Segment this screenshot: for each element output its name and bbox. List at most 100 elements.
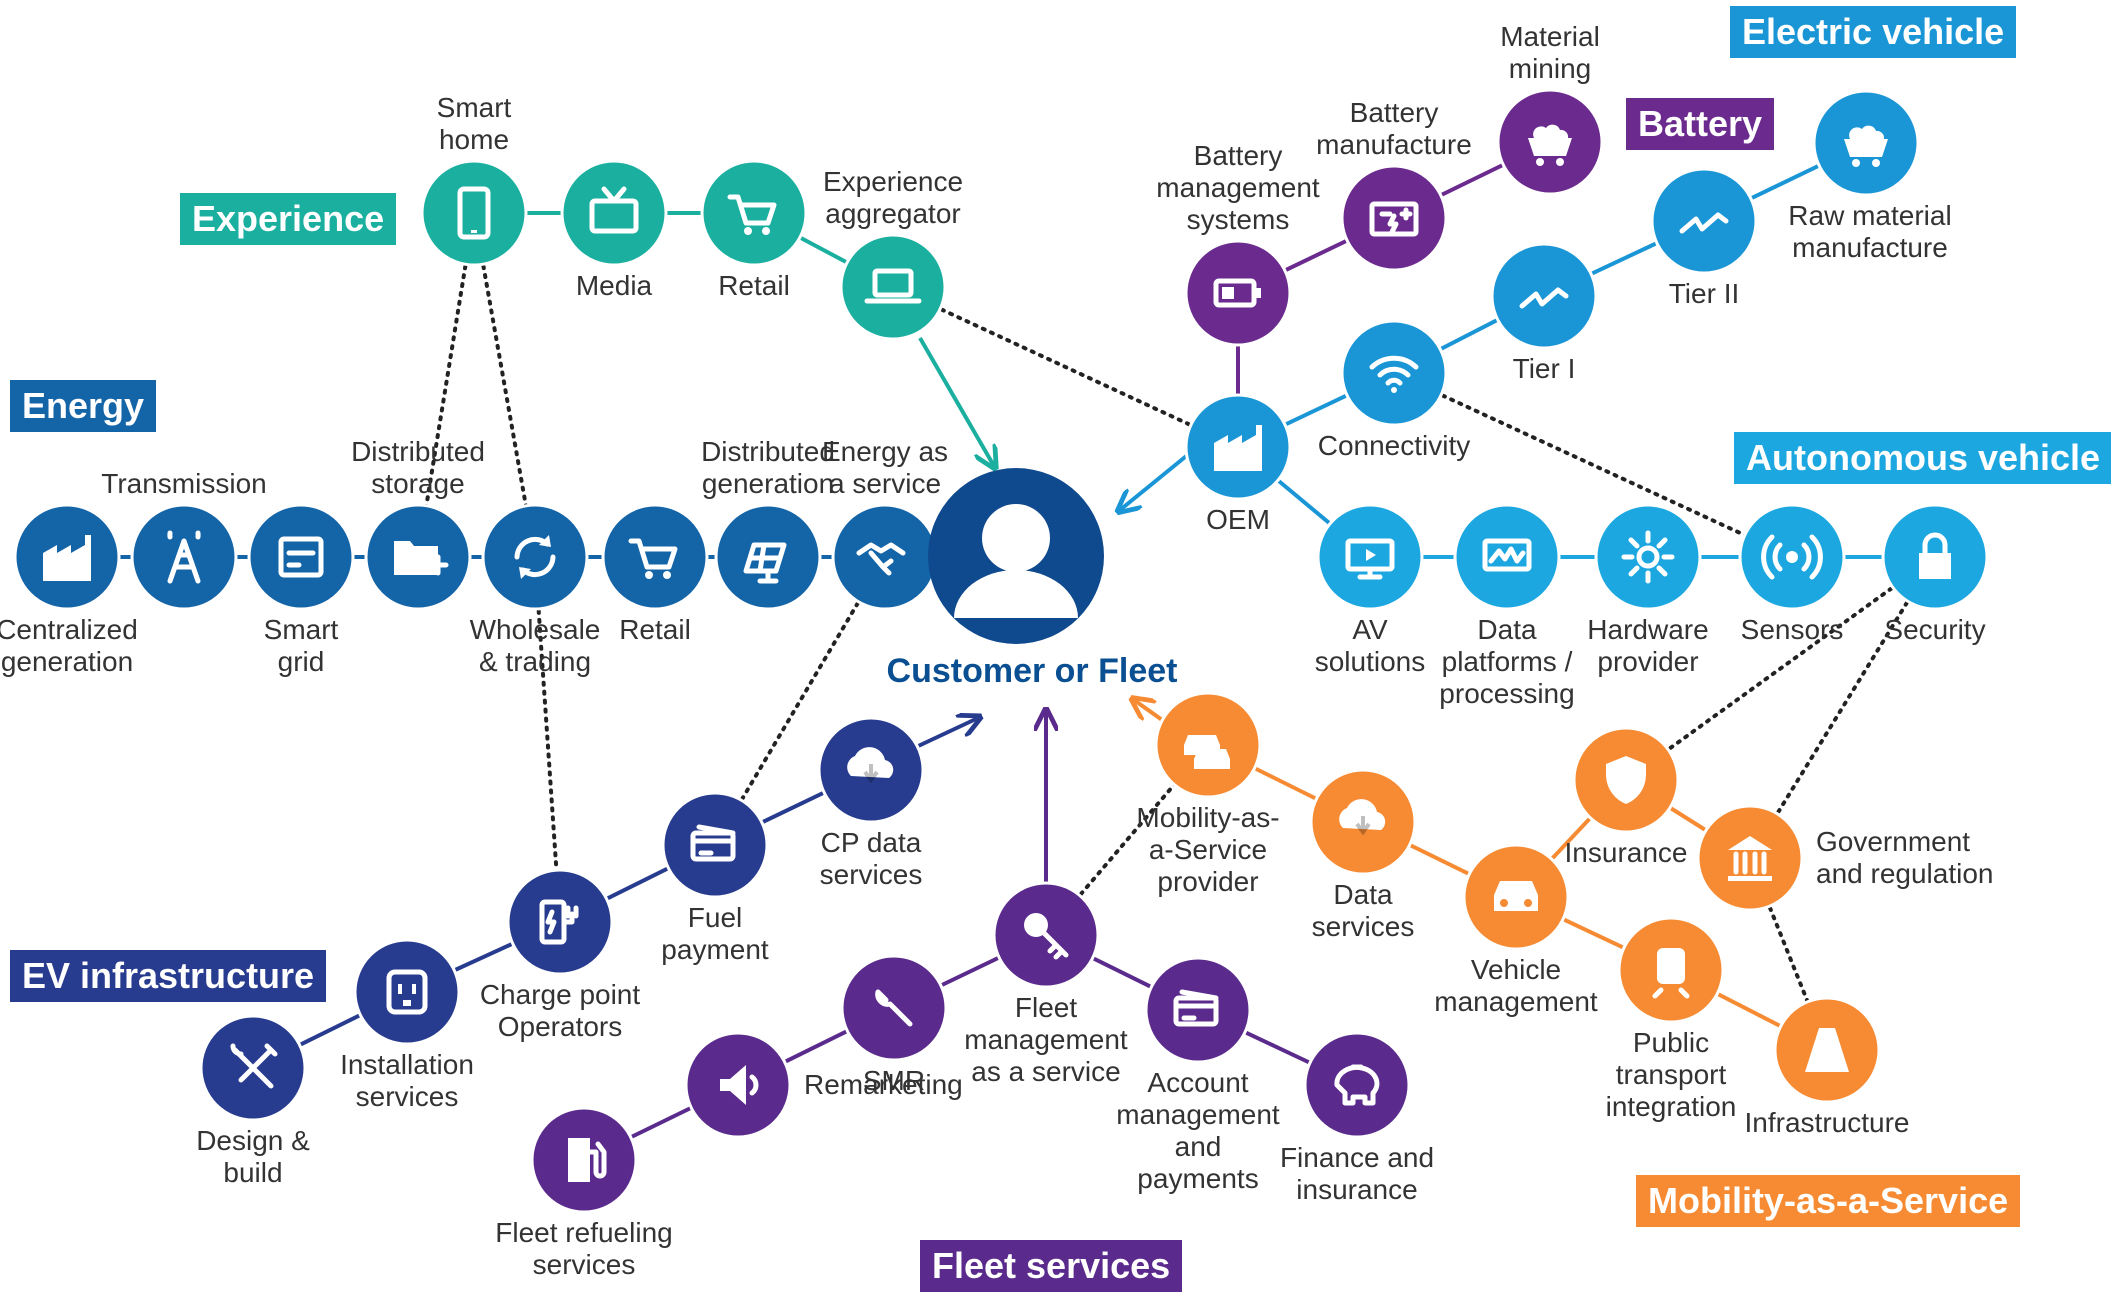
sensor-icon [1761, 534, 1823, 580]
node-label-line: Energy as [822, 436, 948, 467]
tag-electric-vehicle: Electric vehicle [1730, 6, 2017, 58]
piggy-bank-icon [1334, 1064, 1380, 1106]
node-label-line: home [439, 124, 509, 155]
node-label-line: CP data [821, 827, 922, 858]
node-circle [1594, 503, 1702, 611]
folder-plus-icon [394, 541, 449, 576]
node-label-line: Operators [498, 1011, 623, 1042]
node-label-line: Raw material [1788, 200, 1951, 231]
node-label-line: platforms / [1442, 646, 1573, 677]
node-label-line: payments [1137, 1163, 1258, 1194]
laptop-icon [864, 268, 922, 304]
node-label: OEM [1206, 504, 1270, 535]
tag-autonomous-vehicle: Autonomous vehicle [1734, 432, 2111, 484]
node-label: Design &build [196, 1125, 310, 1188]
node-circle [1340, 319, 1448, 427]
factory-icon [1214, 425, 1262, 471]
customer-hub: Customer or Fleet [887, 468, 1178, 690]
node-label-line: and regulation [1816, 858, 1993, 889]
node-label-line: Tier I [1513, 353, 1576, 384]
customer-label: Customer or Fleet [887, 652, 1178, 690]
dotted-edge-wholesale_trading-charge_point [533, 555, 562, 924]
node-label-line: services [1312, 911, 1415, 942]
node-label-line: AV [1352, 614, 1388, 645]
node-circle [506, 868, 614, 976]
mine-cart-icon [1528, 124, 1572, 166]
gear-icon [1621, 530, 1675, 584]
node-label: Tier II [1669, 278, 1740, 309]
cloud-download-icon [847, 747, 894, 784]
tag-battery: Battery [1626, 98, 1775, 150]
node-label-line: Fleet refueling [495, 1217, 672, 1248]
node-label-line: mining [1509, 53, 1591, 84]
node-label-line: aggregator [825, 198, 960, 229]
node-oem: OEM [1184, 393, 1292, 535]
node-label-line: management [1434, 986, 1598, 1017]
node-label-line: as a service [971, 1056, 1120, 1087]
government-building-icon [1728, 836, 1772, 881]
fuel-pump-icon [568, 1138, 607, 1182]
tower-icon [167, 530, 201, 584]
node-label-line: Fuel [688, 902, 742, 933]
dotted-edge-smart_home-wholesale_trading [472, 211, 537, 559]
node-circle [1184, 239, 1292, 347]
node-circle [420, 159, 528, 267]
node-circle [353, 938, 461, 1046]
node-label: Connectivity [1318, 430, 1471, 461]
node-label-line: services [820, 859, 923, 890]
node-label: Security [1884, 614, 1985, 645]
node-infrastructure: Infrastructure [1745, 996, 1910, 1138]
node-circle [601, 503, 709, 611]
node-label-line: insurance [1296, 1174, 1417, 1205]
node-label: Infrastructure [1745, 1107, 1910, 1138]
node-label-line: Data [1333, 879, 1393, 910]
node-tier2: Tier II [1650, 167, 1758, 309]
node-label-line: Public [1633, 1027, 1709, 1058]
node-label-line: Fleet [1015, 992, 1077, 1023]
arrow-oem-to-customer [1120, 451, 1192, 510]
node-label-line: Retail [619, 614, 691, 645]
node-label-line: solutions [1315, 646, 1426, 677]
shield-icon [1606, 756, 1646, 804]
node-label-line: Account [1147, 1067, 1248, 1098]
node-connectivity: Connectivity [1318, 319, 1471, 461]
node-label-line: manufacture [1316, 129, 1472, 160]
megaphone-icon [720, 1065, 759, 1105]
node-label-line: Tier II [1669, 278, 1740, 309]
handshake-icon [856, 542, 906, 576]
node-label-line: Distributed [701, 436, 835, 467]
cars-icon [1184, 735, 1230, 769]
node-label-line: Centralized [0, 614, 138, 645]
node-label-line: OEM [1206, 504, 1270, 535]
node-media: Media [560, 159, 668, 301]
node-label-line: Transmission [101, 468, 266, 499]
node-circle [661, 791, 769, 899]
node-insurance: Insurance [1565, 726, 1688, 868]
dotted-edge-experience_aggregator-oem [891, 285, 1240, 449]
arrow-experience-to-customer [918, 336, 994, 466]
node-label-line: Insurance [1565, 837, 1688, 868]
